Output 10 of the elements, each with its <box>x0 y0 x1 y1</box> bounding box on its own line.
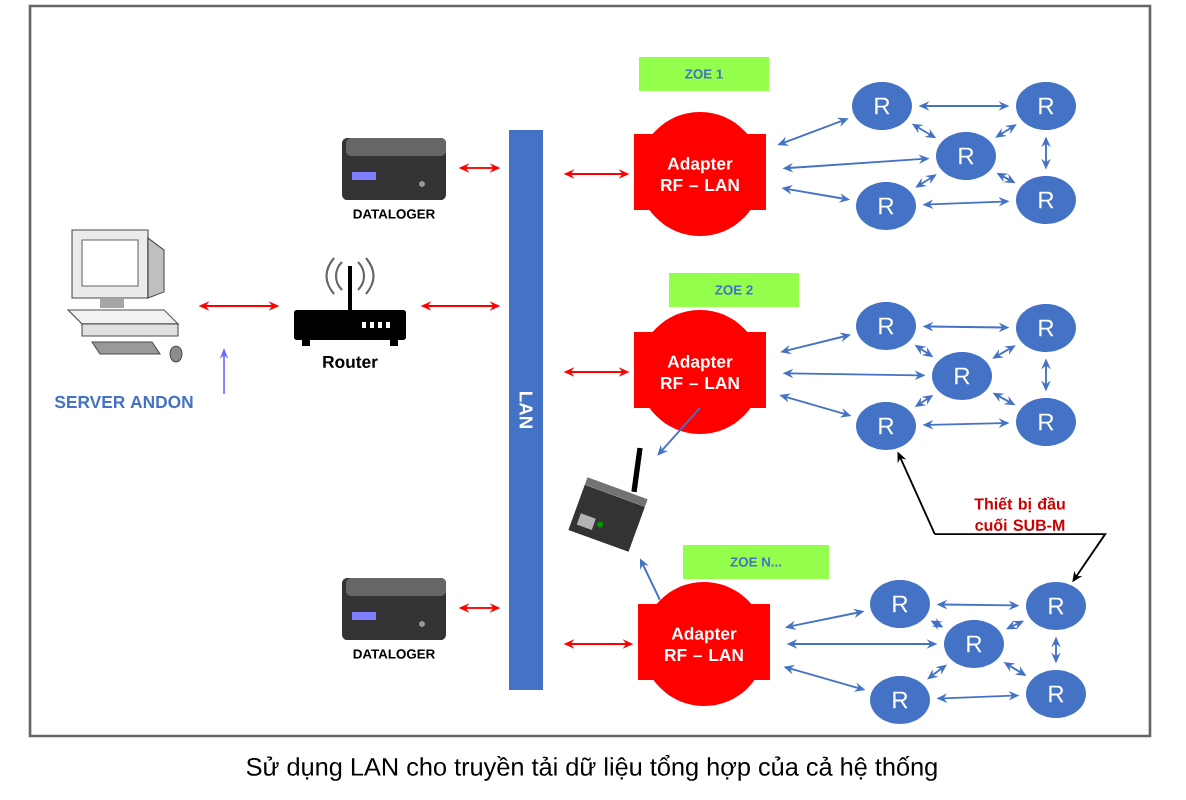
arrow <box>927 664 947 680</box>
lan-bar: LAN <box>509 130 543 690</box>
device-label: Router <box>323 355 378 369</box>
gateway-drawing <box>568 447 648 552</box>
datalogger-drawing <box>342 578 446 640</box>
router-drawing <box>294 257 406 346</box>
device-label: SERVER ANDON <box>54 395 193 409</box>
caption: Sử dụng LAN cho truyền tải dữ liệu tổng hợp của cả hệ thống <box>246 755 937 781</box>
callout-text: Thiết bị đầu cuối SUB-M <box>974 497 1065 531</box>
datalogger-drawing <box>342 138 446 200</box>
